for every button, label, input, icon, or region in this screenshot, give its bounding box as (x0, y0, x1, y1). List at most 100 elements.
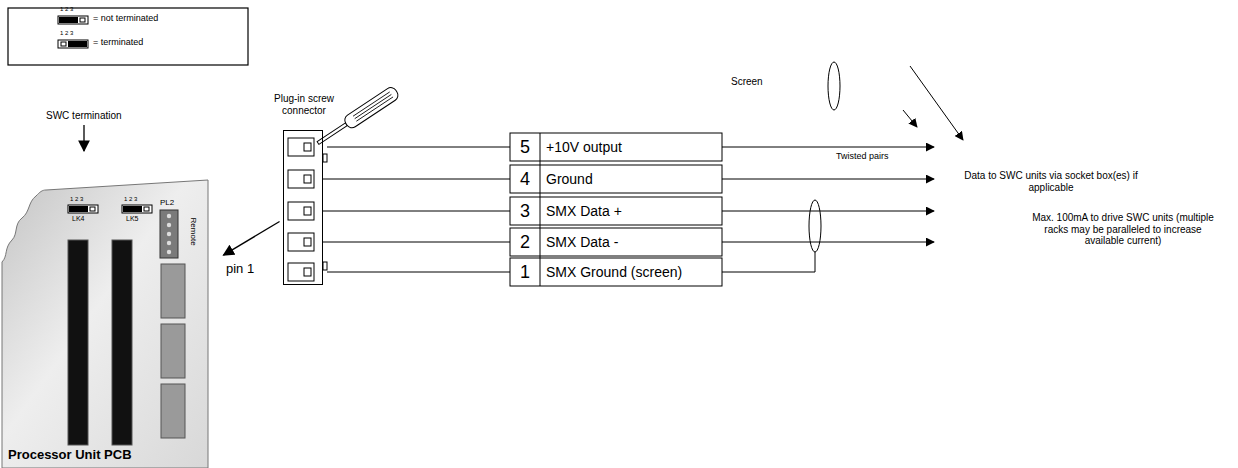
header-pin (167, 223, 171, 227)
pcb-connector (161, 384, 185, 438)
label-holder: LK5 (126, 215, 138, 223)
screw-head (304, 143, 311, 151)
pin-number: 5 (520, 137, 530, 158)
jumper-pin (90, 207, 95, 211)
signal-name: +10V output (546, 139, 622, 155)
label-holder: SMX Data + (546, 197, 622, 225)
label-holder: SMX Data - (546, 228, 618, 256)
label-holder: Twisted pairs (836, 151, 889, 161)
table-row (510, 228, 722, 256)
jumper-link (59, 17, 78, 23)
part-label: Plug-in screw connector (268, 93, 340, 116)
current-note: Max. 100mA to drive SWC units (multiple … (1028, 212, 1218, 247)
screen-label: Screen (731, 76, 763, 88)
pl2-header (160, 210, 178, 258)
pin-callout: pin 1 (226, 262, 254, 277)
pcb-connector (161, 324, 185, 378)
jumper-body (58, 16, 88, 24)
screw-terminal (288, 170, 314, 188)
legend-frame (8, 8, 248, 65)
wire (323, 242, 510, 243)
label-holder: 3 (510, 197, 540, 225)
jumper-pin (80, 18, 85, 22)
signal-name: Ground (546, 171, 593, 187)
output-wire (722, 242, 934, 243)
pcb-edge (2, 180, 208, 468)
jumper-pin (144, 207, 149, 211)
pin-numbers: 1 2 3 (124, 196, 137, 203)
label-holder: Max. 100mA to drive SWC units (multiple … (1028, 212, 1218, 247)
screw-terminal (288, 138, 314, 156)
screwdriver-shaft (317, 123, 347, 144)
table-row (510, 197, 722, 225)
output-wire (722, 147, 934, 148)
label-holder: SMX Ground (screen) (546, 258, 682, 286)
output-wire (722, 211, 934, 212)
pcb-outline (0, 178, 212, 468)
pin-number: 3 (520, 201, 530, 222)
connector-notch (323, 262, 327, 270)
legend-entry: = not terminated (93, 13, 158, 23)
label-holder: 2 (510, 228, 540, 256)
wire (327, 147, 510, 148)
board-title: Processor Unit PCB (8, 448, 220, 463)
label-holder: 1 (510, 258, 540, 286)
label-holder: Ground (546, 165, 593, 193)
jumper-body (122, 205, 152, 213)
label-holder: 4 (510, 165, 540, 193)
output-wire (722, 179, 934, 180)
pin-number: 2 (520, 232, 530, 253)
legend-text: = not terminated (93, 13, 158, 23)
header-pin (167, 241, 171, 245)
destination-note: Data to SWC units via socket box(es) if … (960, 170, 1142, 193)
label-holder: PL2 (160, 198, 174, 207)
card-slot (68, 240, 88, 445)
table-row (510, 165, 722, 193)
pin-numbers: 1 2 3 (60, 30, 73, 37)
jumper-link (123, 206, 142, 212)
pcb-board: Processor Unit PCB (0, 178, 220, 468)
screw-head (304, 207, 311, 215)
signal-name: SMX Data + (546, 203, 622, 219)
table-row (510, 258, 722, 286)
cable-note: Twisted pairs (836, 151, 889, 161)
screw-head (304, 238, 311, 246)
label-holder: 1 2 3 (124, 196, 137, 203)
screw-terminal (288, 233, 314, 251)
screw-terminal (288, 263, 314, 281)
link-name: LK4 (72, 215, 84, 223)
signal-name: SMX Data - (546, 234, 618, 250)
label-holder: pin 1 (226, 262, 254, 277)
pin-numbers: 1 2 3 (70, 196, 83, 203)
screw-terminal (288, 202, 314, 220)
label-holder: Screen (731, 76, 763, 88)
leader-line (910, 66, 963, 140)
legend-entry: = terminated (93, 37, 143, 47)
label-holder: +10V output (546, 133, 622, 161)
screwdriver-handle (342, 85, 400, 130)
legend-text: = terminated (93, 37, 143, 47)
table-divider (540, 133, 541, 286)
screw-connector: Plug-in screw connector (283, 130, 323, 285)
label-holder: SWC termination (46, 110, 122, 122)
pin-number: 1 (520, 262, 530, 283)
header-pin (167, 214, 171, 218)
connector-arrow (223, 222, 279, 256)
pin-number: 4 (520, 169, 530, 190)
plug-name: PL2 (160, 198, 174, 207)
plug-function: Remote (188, 215, 197, 249)
label-holder: 1 2 3 (60, 6, 73, 13)
header-pin (167, 250, 171, 254)
card-slot (112, 240, 132, 445)
termination-label: SWC termination (46, 110, 122, 122)
label-holder: 1 2 3 (70, 196, 83, 203)
screen-symbol (809, 200, 821, 252)
signal-name: SMX Ground (screen) (546, 264, 682, 280)
jumper-link (68, 41, 87, 47)
screen-symbol (828, 62, 840, 110)
label-holder: 1 2 3 (60, 30, 73, 37)
wire (323, 179, 510, 180)
wire (323, 211, 510, 212)
wire (327, 272, 510, 273)
